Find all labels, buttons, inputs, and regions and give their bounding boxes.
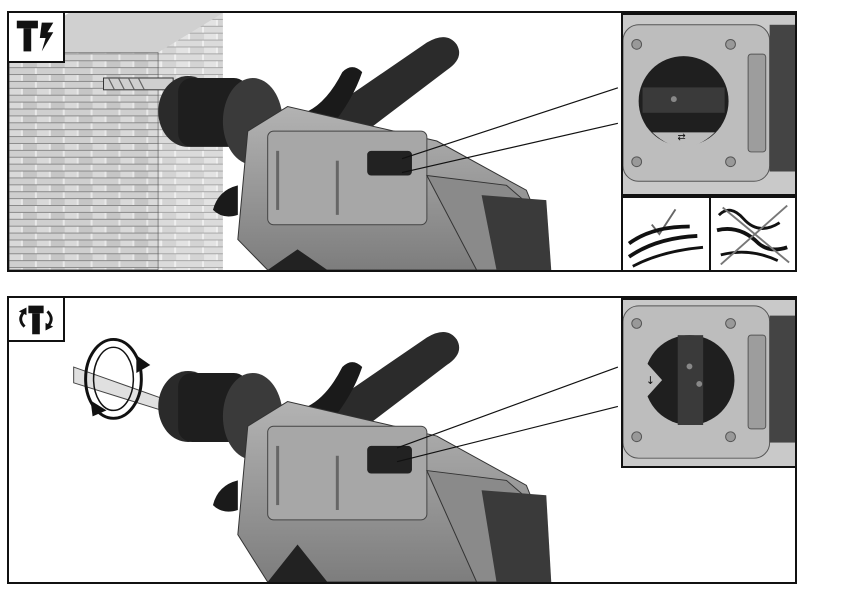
panel-hammer-drilling: ⇄: [7, 11, 797, 272]
selector-dial: ⇄: [638, 56, 729, 148]
chisel-rotation-scene: [73, 331, 619, 582]
panel-chiselling-rotation: ↓: [7, 296, 797, 584]
check-mark-icon: [621, 196, 711, 270]
selector-dial: ↓: [636, 335, 735, 425]
rotary-hammer-body: [212, 401, 552, 582]
chisel-rotate-mode-icon: [9, 298, 65, 342]
svg-text:⇄: ⇄: [678, 132, 686, 143]
hammer-drill-mode-icon: [9, 13, 65, 63]
rotation-arrow-icon: [84, 337, 151, 420]
callout-lines: [396, 366, 619, 463]
svg-text:↓: ↓: [646, 374, 655, 387]
cross-mark-icon: [709, 196, 795, 270]
mode-selector-detail-chisel-rotation: ↓: [621, 298, 795, 468]
mode-selector-detail-drilling: ⇄: [621, 13, 795, 196]
rotary-hammer-body: [212, 106, 552, 270]
hammer-drilling-scene: [9, 13, 619, 270]
drill-bit: [103, 77, 174, 91]
callout-lines: [401, 87, 619, 174]
